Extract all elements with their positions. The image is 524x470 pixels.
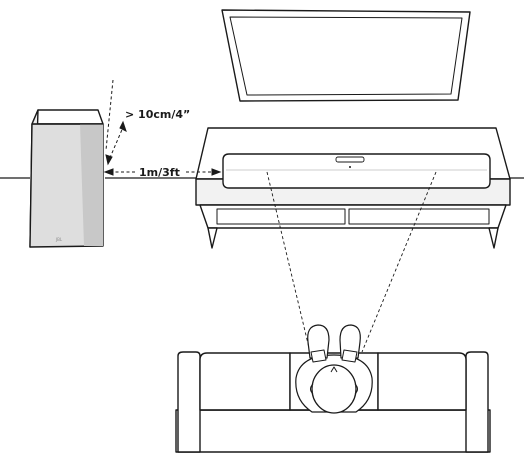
sound-projection-lines [266, 171, 437, 353]
listener [295, 324, 373, 414]
subwoofer-brand-mark: JBL [55, 237, 63, 242]
sofa-arm-right [465, 351, 489, 453]
tv-screen [229, 16, 463, 96]
tv [221, 9, 471, 102]
subwoofer-shade [80, 124, 103, 246]
clearance-arrow-line [108, 124, 125, 161]
distance-dimension [103, 168, 222, 176]
cabinet-leg-right [488, 227, 499, 249]
sofa-back-cushion-left [199, 352, 291, 411]
wall-reference-line [105, 79, 114, 151]
listener-hand-right [341, 349, 358, 363]
soundbar-logo [349, 166, 351, 168]
cabinet-drawer-right [348, 208, 490, 225]
clearance-arrowhead-bottom [105, 154, 113, 166]
subwoofer: JBL [29, 109, 104, 248]
listener-hand-left [310, 349, 327, 363]
wall-clearance-label: > 10cm/4” [125, 108, 190, 121]
tv-cabinet [195, 127, 511, 249]
listener-ear-right [354, 383, 358, 395]
subwoofer-top [31, 109, 104, 125]
listener-head [311, 364, 357, 414]
wall-clearance-dimension [105, 79, 127, 166]
soundbar-display [335, 156, 365, 163]
soundbar-body [222, 153, 491, 189]
sofa-arm-left [177, 351, 201, 453]
distance-arrowhead-right [211, 168, 222, 176]
cabinet-drawer-left [216, 208, 346, 225]
distance-arrowhead-left [103, 168, 114, 176]
soundbar [222, 153, 491, 189]
cabinet-leg-left [207, 227, 218, 249]
sofa-base [175, 409, 491, 453]
listener-ear-left [310, 383, 314, 395]
distance-label: 1m/3ft [139, 166, 180, 179]
listener-nose [330, 366, 338, 373]
sofa-back-cushion-right [377, 352, 467, 411]
clearance-arrowhead-top [119, 120, 127, 132]
